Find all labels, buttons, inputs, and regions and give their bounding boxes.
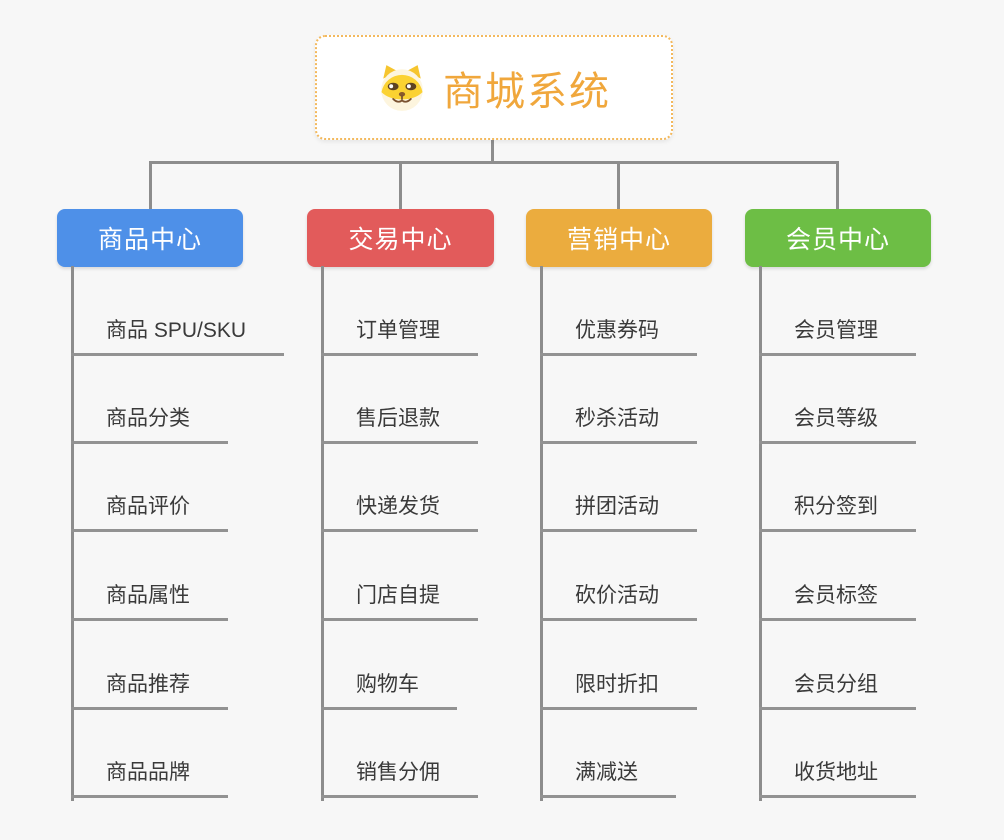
- branch-label: 商品中心: [97, 226, 202, 254]
- branch-marketing-center[interactable]: 营销中心: [526, 209, 712, 267]
- leaf-topic[interactable]: 商品评价: [71, 490, 228, 532]
- leaf-column-member: 会员管理 会员等级 积分签到 会员标签 会员分组 收货地址: [759, 266, 999, 806]
- leaf-topic[interactable]: 限时折扣: [540, 668, 697, 710]
- leaf-topic[interactable]: 商品分类: [71, 402, 228, 444]
- leaf-topic[interactable]: 商品 SPU/SKU: [71, 314, 285, 356]
- leaf-topic[interactable]: 积分签到: [759, 490, 916, 532]
- leaf-topic[interactable]: 收货地址: [759, 756, 916, 798]
- leaf-column-product: 商品 SPU/SKU 商品分类 商品评价 商品属性 商品推荐 商品品牌: [71, 266, 311, 806]
- leaf-topic[interactable]: 门店自提: [321, 579, 478, 621]
- branch-product-center[interactable]: 商品中心: [57, 209, 243, 267]
- leaf-column-marketing: 优惠券码 秒杀活动 拼团活动 砍价活动 限时折扣 满减送: [540, 266, 780, 806]
- leaf-topic[interactable]: 快递发货: [321, 490, 478, 532]
- branch-rail-connector: [149, 161, 839, 164]
- leaf-topic[interactable]: 优惠券码: [540, 314, 697, 356]
- root-topic-label: 商城系统: [443, 69, 611, 114]
- branch-label: 交易中心: [348, 226, 453, 254]
- column-trunk-connector: [321, 266, 324, 801]
- leaf-topic[interactable]: 售后退款: [321, 402, 478, 444]
- leaf-topic[interactable]: 购物车: [321, 668, 457, 710]
- leaf-topic[interactable]: 会员标签: [759, 579, 916, 621]
- branch-drop-connector: [617, 161, 620, 210]
- leaf-topic[interactable]: 商品推荐: [71, 668, 228, 710]
- branch-trade-center[interactable]: 交易中心: [307, 209, 494, 267]
- branch-label: 营销中心: [566, 226, 671, 254]
- leaf-topic[interactable]: 订单管理: [321, 314, 478, 356]
- leaf-topic[interactable]: 秒杀活动: [540, 402, 697, 444]
- branch-label: 会员中心: [785, 226, 890, 254]
- leaf-topic[interactable]: 拼团活动: [540, 490, 697, 532]
- root-stem-connector: [491, 140, 494, 163]
- column-trunk-connector: [540, 266, 543, 801]
- column-trunk-connector: [71, 266, 74, 801]
- leaf-topic[interactable]: 会员分组: [759, 668, 916, 710]
- branch-drop-connector: [149, 161, 152, 210]
- root-topic-mall-system[interactable]: 商城系统: [315, 35, 673, 140]
- branch-drop-connector: [836, 161, 839, 210]
- leaf-topic[interactable]: 销售分佣: [321, 756, 478, 798]
- dog-face-icon: [381, 64, 423, 111]
- column-trunk-connector: [759, 266, 762, 801]
- branch-member-center[interactable]: 会员中心: [745, 209, 931, 267]
- leaf-topic[interactable]: 商品品牌: [71, 756, 228, 798]
- leaf-column-trade: 订单管理 售后退款 快递发货 门店自提 购物车 销售分佣: [321, 266, 561, 806]
- leaf-topic[interactable]: 砍价活动: [540, 579, 697, 621]
- leaf-topic[interactable]: 满减送: [540, 756, 676, 798]
- leaf-topic[interactable]: 商品属性: [71, 579, 228, 621]
- leaf-topic[interactable]: 会员等级: [759, 402, 916, 444]
- branch-drop-connector: [399, 161, 402, 210]
- leaf-topic[interactable]: 会员管理: [759, 314, 916, 356]
